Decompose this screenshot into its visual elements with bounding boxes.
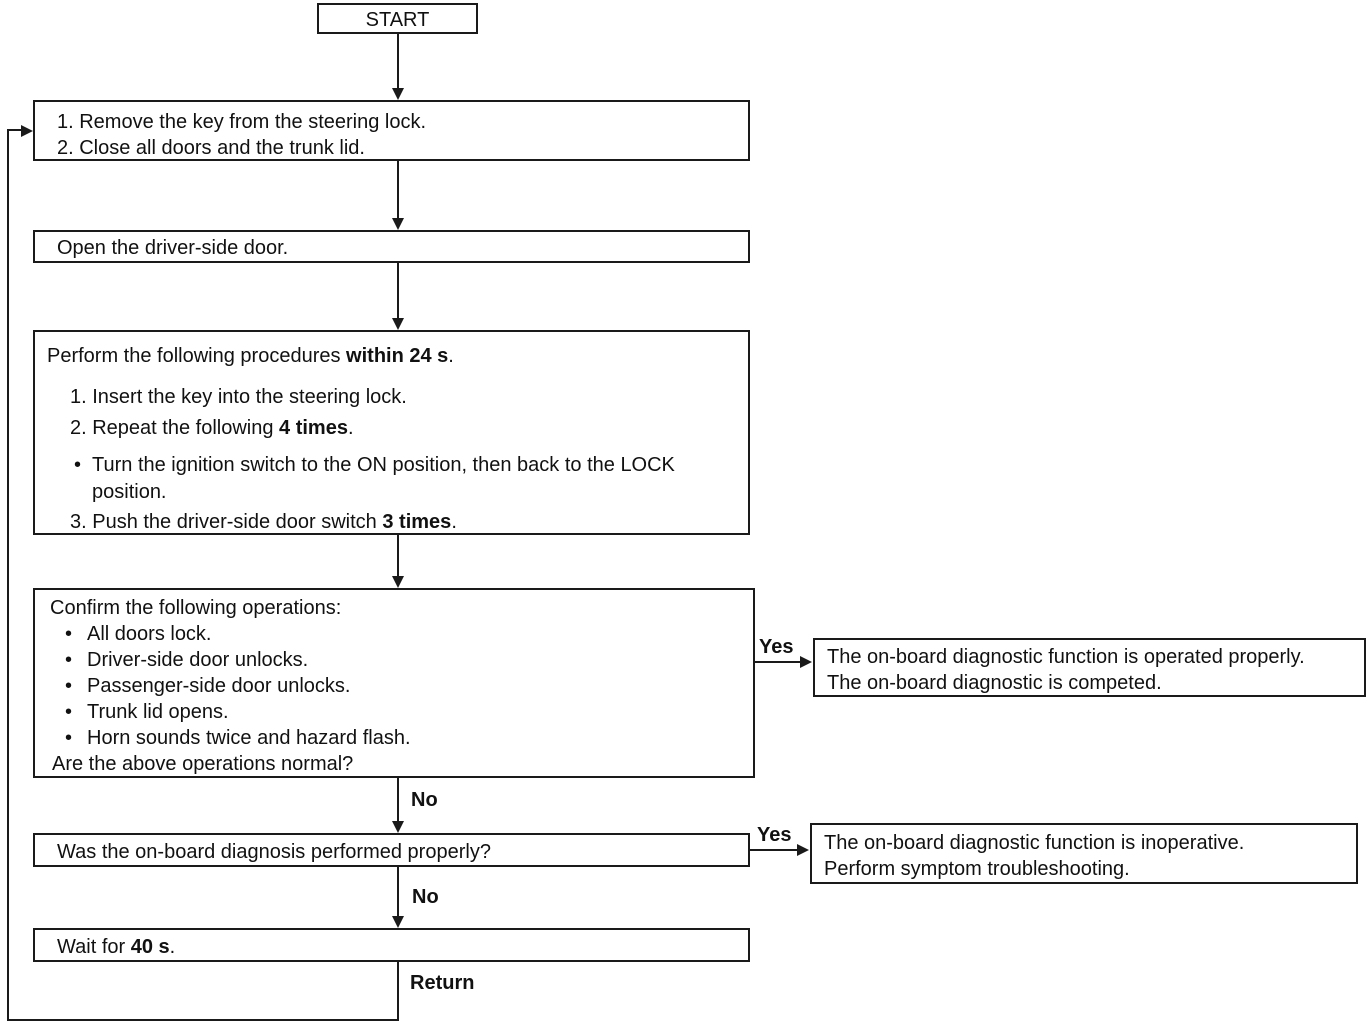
bullet-icon: •	[65, 701, 73, 723]
wait-node: Wait for 40 s.	[33, 928, 750, 962]
question2-node: Was the on-board diagnosis performed pro…	[33, 833, 750, 867]
arrowhead-down-icon	[392, 821, 404, 833]
result-inoperative-node: The on-board diagnostic function is inop…	[810, 823, 1358, 884]
step3-item2-pre: 2. Repeat the following	[70, 417, 280, 439]
arrowhead-right-icon	[797, 844, 809, 856]
arrowhead-right-icon	[21, 125, 33, 137]
connector-confirm-yes	[755, 661, 801, 663]
bullet-icon: •	[65, 649, 73, 671]
return-label: Return	[410, 972, 475, 994]
step3-item3: 3. Push the driver-side door switch 3 ti…	[70, 509, 457, 535]
yes-label-bottom: Yes	[757, 824, 792, 846]
connector-question2-yes	[750, 849, 798, 851]
step3-item2-bold: 4 times	[279, 417, 348, 439]
step1-node: 1. Remove the key from the steering lock…	[33, 100, 750, 161]
step3-node: Perform the following procedures within …	[33, 330, 750, 535]
arrowhead-right-icon	[800, 656, 812, 668]
step3-item2: 2. Repeat the following 4 times.	[70, 415, 354, 441]
wait-text-bold: 40 s	[130, 936, 170, 958]
return-loop-bottom	[7, 1019, 399, 1021]
result-inoperative-line: Perform symptom troubleshooting.	[824, 858, 1130, 880]
bullet-icon: •	[65, 623, 73, 645]
step3-item3-bold: 3 times	[382, 511, 452, 533]
confirm-bullet-text: All doors lock.	[87, 623, 212, 645]
return-loop-left	[7, 129, 9, 1021]
connector-confirm-question2	[397, 778, 399, 821]
confirm-bullet: • Passenger-side door unlocks.	[65, 673, 350, 699]
return-loop-into-step1	[7, 129, 23, 131]
step3-item1: 1. Insert the key into the steering lock…	[70, 386, 407, 408]
connector-step2-step3	[397, 263, 399, 318]
connector-question2-wait	[397, 867, 399, 916]
return-loop-down	[397, 962, 399, 1021]
bullet-icon: •	[65, 727, 73, 749]
confirm-bullet-text: Trunk lid opens.	[87, 701, 229, 723]
yes-label-top: Yes	[759, 636, 794, 658]
step1-line: 2. Close all doors and the trunk lid.	[57, 137, 365, 159]
confirm-question: Are the above operations normal?	[52, 753, 354, 775]
connector-start-step1	[397, 34, 399, 90]
connector-step3-confirm	[397, 535, 399, 576]
step3-item3-pre: 3. Push the driver-side door switch	[70, 511, 383, 533]
confirm-bullet-text: Passenger-side door unlocks.	[87, 675, 351, 697]
result-proper-line: The on-board diagnostic is competed.	[827, 672, 1162, 694]
step3-item3-end: .	[451, 511, 457, 533]
result-proper-line: The on-board diagnostic function is oper…	[827, 646, 1305, 668]
arrowhead-down-icon	[392, 318, 404, 330]
wait-text: Wait for 40 s.	[57, 934, 175, 960]
step3-bullet-line2: position.	[92, 481, 167, 503]
start-label: START	[365, 9, 430, 31]
result-inoperative-line: The on-board diagnostic function is inop…	[824, 832, 1245, 854]
no-label-top: No	[411, 789, 438, 811]
step3-bullet-text: Turn the ignition switch to the ON posit…	[92, 454, 675, 476]
confirm-node: Confirm the following operations: • All d…	[33, 588, 755, 778]
step3-title: Perform the following procedures within …	[47, 343, 454, 369]
question2-text: Was the on-board diagnosis performed pro…	[57, 841, 491, 863]
arrowhead-down-icon	[392, 218, 404, 230]
step3-item2-end: .	[347, 417, 354, 439]
connector-step1-step2	[397, 161, 399, 218]
confirm-bullet: • Trunk lid opens.	[65, 699, 229, 725]
result-proper-node: The on-board diagnostic function is oper…	[813, 638, 1366, 697]
confirm-bullet-text: Horn sounds twice and hazard flash.	[87, 727, 411, 749]
arrowhead-down-icon	[392, 576, 404, 588]
confirm-bullet: • Horn sounds twice and hazard flash.	[65, 725, 411, 751]
step3-bullet-line1: • Turn the ignition switch to the ON posi…	[74, 452, 675, 478]
confirm-title: Confirm the following operations:	[50, 597, 342, 619]
step2-node: Open the driver-side door.	[33, 230, 750, 263]
arrowhead-down-icon	[392, 916, 404, 928]
confirm-bullet: • All doors lock.	[65, 621, 212, 647]
step3-title-pre: Perform the following procedures	[47, 345, 347, 367]
wait-text-pre: Wait for	[57, 936, 131, 958]
wait-text-end: .	[169, 936, 176, 958]
step3-title-bold: within 24 s	[346, 345, 449, 367]
step3-title-end: .	[448, 345, 454, 367]
step1-line: 1. Remove the key from the steering lock…	[57, 111, 427, 133]
start-node: START	[317, 3, 478, 34]
bullet-icon: •	[65, 675, 73, 697]
no-label-bottom: No	[412, 886, 439, 908]
confirm-bullet: • Driver-side door unlocks.	[65, 647, 308, 673]
bullet-icon: •	[74, 454, 82, 476]
step2-text: Open the driver-side door.	[57, 237, 289, 259]
confirm-bullet-text: Driver-side door unlocks.	[87, 649, 309, 671]
arrowhead-down-icon	[392, 88, 404, 100]
